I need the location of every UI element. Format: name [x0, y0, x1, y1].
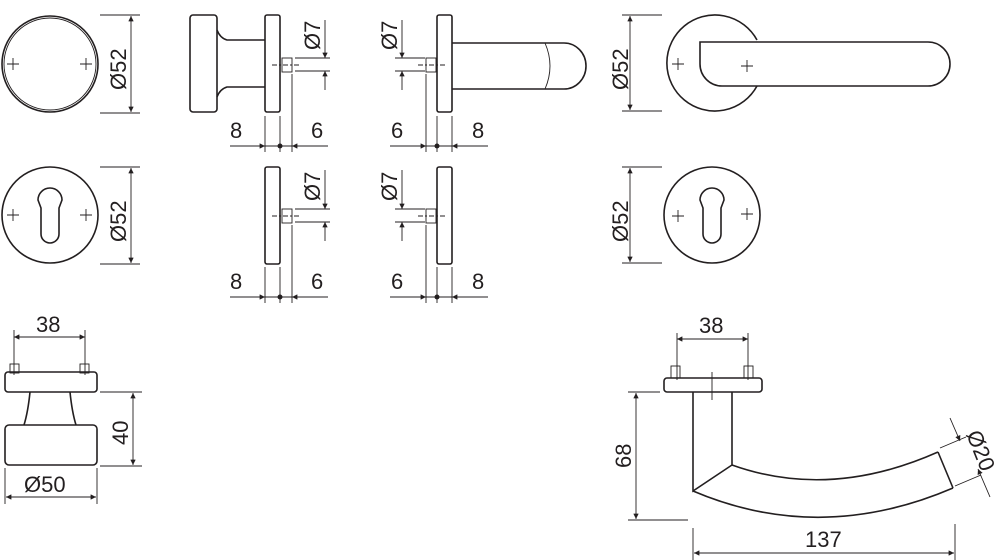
diameter-label: Ø52	[106, 48, 131, 90]
offset-label-left: 8	[230, 118, 242, 143]
diameter-label: Ø52	[608, 48, 633, 90]
offset-label-right: 8	[472, 118, 484, 143]
pin-diameter-label: Ø7	[300, 21, 325, 50]
offset-label-left: 8	[230, 269, 242, 294]
diameter-label: Ø52	[106, 200, 131, 242]
pin-diameter-label: Ø7	[300, 172, 325, 201]
diameter-label: Ø50	[24, 472, 66, 497]
pin-spacing-label: 38	[699, 313, 723, 338]
diameter-label: Ø52	[608, 200, 633, 242]
cylinder-rosette-side-view-right: Ø7 6 8	[377, 166, 488, 303]
cylinder-rosette-side-view-left: Ø7 8 6	[230, 166, 330, 303]
height-label: 68	[611, 444, 636, 468]
offset-label-right: 6	[311, 118, 323, 143]
offset-label-right: 6	[311, 269, 323, 294]
pin-diameter-label: Ø7	[377, 21, 402, 50]
round-rosette-front-view: Ø52	[1, 14, 140, 114]
lever-front-view: Ø52	[608, 14, 951, 112]
height-label: 40	[108, 421, 133, 445]
cylinder-rosette-front-view: Ø52	[1, 166, 140, 265]
knob-top-view: 38 40 Ø50	[4, 312, 142, 504]
lever-top-view: 38 Ø20 68 137	[611, 313, 1000, 560]
pin-diameter-label: Ø7	[377, 172, 402, 201]
length-label: 137	[805, 527, 842, 552]
offset-label-right: 8	[472, 269, 484, 294]
offset-label-left: 6	[391, 118, 403, 143]
offset-label-left: 6	[391, 269, 403, 294]
grip-diameter-label: Ø20	[961, 427, 1000, 475]
pin-spacing-label: 38	[36, 312, 60, 337]
knob-side-view: Ø7 8 6	[189, 14, 330, 152]
lever-side-view: Ø7 6 8	[377, 14, 587, 152]
lever-cylinder-rosette-front-view: Ø52	[608, 166, 761, 264]
